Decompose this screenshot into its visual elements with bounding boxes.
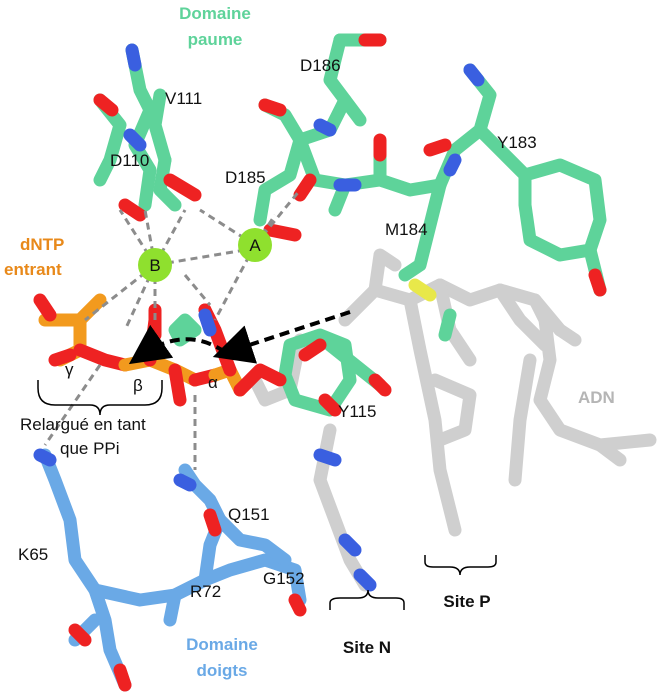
residue-d186: D186	[300, 56, 341, 75]
oxygen-atoms	[33, 33, 607, 692]
residue-v111: V111	[165, 89, 202, 108]
phosphate-labels: γ β α	[65, 360, 218, 395]
residue-y183: Y183	[497, 133, 537, 152]
dna-label: ADN	[578, 388, 615, 407]
metal-a-label: A	[249, 236, 261, 255]
gamma-label: γ	[65, 360, 74, 379]
nitrogen-atoms	[33, 43, 485, 592]
sulfur-atom	[408, 278, 437, 302]
palm-domain-label-line2: paume	[188, 30, 243, 49]
release-labels: Relargué en tant que PPi	[20, 415, 146, 458]
alpha-label: α	[208, 373, 218, 392]
ppi-label-line1: Relargué en tant	[20, 415, 146, 434]
domain-labels: Domaine paume dNTP entrant ADN Domaine d…	[4, 4, 615, 680]
pyrophosphate-release-arrow	[128, 324, 227, 365]
attack-arrow	[212, 310, 351, 364]
site-n-label: Site N	[343, 638, 391, 657]
residue-g152: G152	[263, 569, 305, 588]
dntp-label: dNTP	[20, 235, 64, 254]
residue-labels: D186 V111 Y183 D110 D185 M184 Y115 Q151 …	[18, 56, 537, 601]
residue-r72: R72	[190, 582, 221, 601]
site-n-bracket	[329, 589, 405, 610]
ppi-label-line2: que PPi	[60, 439, 120, 458]
palm-domain-label: Domaine	[179, 4, 251, 23]
metal-ion-b	[138, 248, 172, 282]
metal-labels: B A	[149, 236, 261, 275]
fingers-domain-sticks	[38, 448, 307, 692]
brackets	[37, 380, 497, 610]
site-labels: Site N Site P	[343, 592, 491, 657]
fingers-domain-label: Domaine	[186, 635, 258, 654]
site-p-label: Site P	[443, 592, 490, 611]
residue-d185: D185	[225, 168, 266, 187]
site-p-bracket	[424, 555, 497, 576]
metal-b-label: B	[149, 256, 160, 275]
dna-sticks	[248, 248, 657, 592]
metal-ion-a	[238, 228, 272, 262]
residue-y115: Y115	[338, 402, 376, 421]
residue-m184: M184	[385, 220, 428, 239]
residue-q151: Q151	[228, 505, 270, 524]
beta-label: β	[133, 376, 143, 395]
fingers-domain-label-line2: doigts	[197, 661, 248, 680]
residue-k65: K65	[18, 545, 48, 564]
residue-d110: D110	[110, 151, 149, 170]
dntp-label-line2: entrant	[4, 260, 62, 279]
ppi-bracket	[37, 380, 163, 416]
